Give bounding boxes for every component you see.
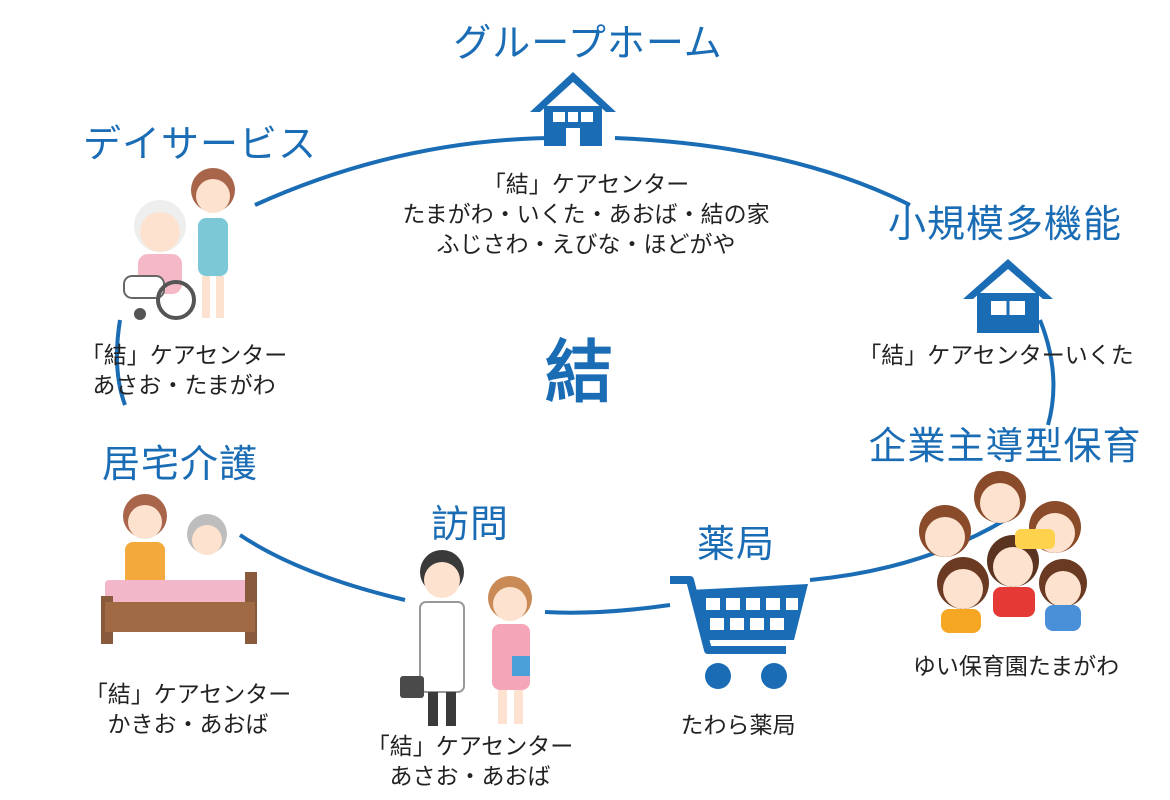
visit-title: 訪問: [430, 502, 510, 546]
small-multi-title: 小規模多機能: [887, 202, 1123, 246]
group-home-desc: 「結」ケアセンター たまがわ・いくた・あおば・結の家 ふじさわ・えびな・ほどがや: [402, 170, 769, 260]
visit-desc: 「結」ケアセンター あさお・あおば: [367, 732, 574, 792]
day-service-title: デイサービス: [82, 122, 318, 166]
day-service-desc: 「結」ケアセンター あさお・たまがわ: [81, 341, 288, 401]
wheelchair-care-illustration: [123, 168, 235, 320]
center-label: 結: [544, 334, 614, 413]
bed-care-illustration: [101, 494, 257, 644]
doctor-nurse-illustration: [400, 550, 532, 726]
small-multi-desc: 「結」ケアセンターいくた: [858, 341, 1134, 371]
desc-line: ゆい保育園たまがわ: [912, 654, 1120, 680]
pharmacy-title: 薬局: [696, 522, 776, 566]
desc-line: 「結」ケアセンター: [80, 343, 288, 369]
house-building-icon: [530, 72, 616, 146]
children-illustration: [919, 471, 1087, 633]
group-home-title: グループホーム: [453, 21, 723, 65]
desc-line: 「結」ケアセンターいくた: [858, 343, 1134, 369]
house-icon: [963, 259, 1053, 333]
pharmacy-desc: たわら薬局: [681, 711, 796, 741]
desc-line: たわら薬局: [680, 713, 796, 739]
home-care-desc: 「結」ケアセンター かきお・あおば: [85, 680, 292, 740]
desc-line: 「結」ケアセンター: [366, 734, 574, 760]
desc-line: 「結」ケアセンター: [84, 682, 292, 708]
desc-line: あさお・たまがわ: [92, 373, 276, 399]
desc-line: ふじさわ・えびな・ほどがや: [436, 232, 736, 258]
nursery-title: 企業主導型保育: [868, 424, 1142, 468]
shopping-cart-icon: [670, 576, 808, 689]
desc-line: 「結」ケアセンター: [482, 172, 690, 198]
desc-line: たまがわ・いくた・あおば・結の家: [402, 202, 770, 228]
desc-line: あさお・あおば: [389, 764, 551, 790]
desc-line: かきお・あおば: [107, 712, 269, 738]
nursery-desc: ゆい保育園たまがわ: [913, 652, 1119, 682]
home-care-title: 居宅介護: [101, 442, 259, 486]
